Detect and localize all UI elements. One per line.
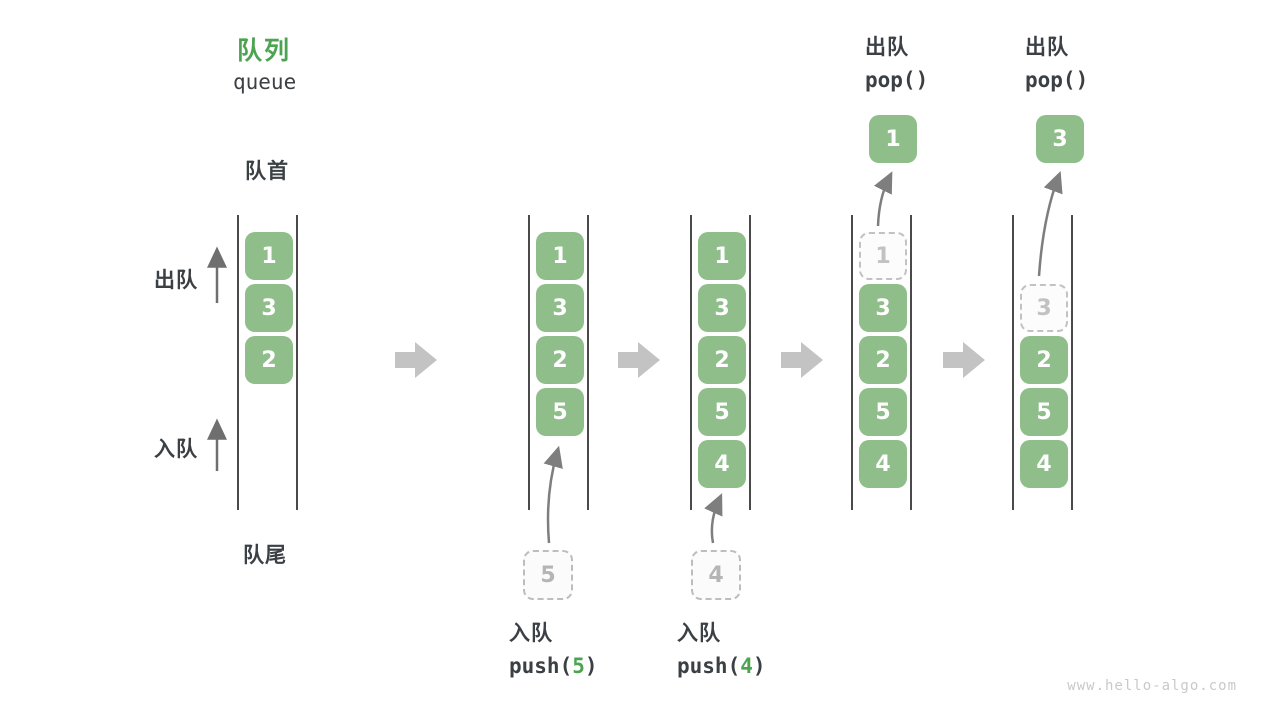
queue-element-3: 3 bbox=[536, 284, 584, 332]
queue-element-5: 5 bbox=[859, 388, 907, 436]
queue-element-2: 2 bbox=[859, 336, 907, 384]
pop2-code: pop() bbox=[1025, 68, 1089, 92]
queue-element-5: 5 bbox=[698, 388, 746, 436]
diagram-title-zh: 队列 bbox=[237, 36, 292, 65]
queue-slot-removed-3: 3 bbox=[1020, 284, 1068, 332]
operation-label-pop1: 出队 pop() bbox=[865, 31, 928, 92]
popped-element-1: 1 bbox=[869, 115, 917, 163]
queue-element-2: 2 bbox=[698, 336, 746, 384]
queue-element-3: 3 bbox=[859, 284, 907, 332]
queue-element-1: 1 bbox=[698, 232, 746, 280]
queue-element-3: 3 bbox=[245, 284, 293, 332]
incoming-element-4: 4 bbox=[691, 550, 741, 600]
dequeue-op-text: 出队 bbox=[865, 35, 909, 59]
push4-arg: 4 bbox=[740, 654, 753, 678]
enqueue-op-text: 入队 bbox=[677, 621, 721, 645]
queue-element-1: 1 bbox=[536, 232, 584, 280]
diagram-title-en: queue bbox=[233, 70, 297, 94]
dequeue-side-label: 出队 bbox=[154, 268, 198, 292]
enqueue-op-text: 入队 bbox=[509, 621, 553, 645]
queue-element-4: 4 bbox=[1020, 440, 1068, 488]
queue-element-3: 3 bbox=[698, 284, 746, 332]
operation-label-push4: 入队 push(4) bbox=[677, 617, 766, 678]
operation-label-push5: 入队 push(5) bbox=[509, 617, 598, 678]
queue-element-2: 2 bbox=[245, 336, 293, 384]
queue-slot-removed-1: 1 bbox=[859, 232, 907, 280]
queue-element-2: 2 bbox=[536, 336, 584, 384]
watermark: www.hello-algo.com bbox=[1067, 678, 1237, 694]
dequeue-op-text: 出队 bbox=[1025, 35, 1069, 59]
queue-element-5: 5 bbox=[1020, 388, 1068, 436]
push5-arg: 5 bbox=[572, 654, 585, 678]
transition-arrow-icon bbox=[943, 342, 985, 378]
incoming-element-5: 5 bbox=[523, 550, 573, 600]
push4-code: push(4) bbox=[677, 654, 766, 678]
queue-element-4: 4 bbox=[698, 440, 746, 488]
queue-rear-label: 队尾 bbox=[243, 543, 287, 567]
transition-arrow-icon bbox=[781, 342, 823, 378]
queue-element-4: 4 bbox=[859, 440, 907, 488]
push5-code: push(5) bbox=[509, 654, 598, 678]
queue-front-label: 队首 bbox=[245, 159, 289, 183]
transition-arrow-icon bbox=[395, 342, 437, 378]
enqueue-side-label: 入队 bbox=[154, 437, 198, 461]
operation-label-pop2: 出队 pop() bbox=[1025, 31, 1088, 92]
popped-element-3: 3 bbox=[1036, 115, 1084, 163]
queue-element-1: 1 bbox=[245, 232, 293, 280]
pop1-code: pop() bbox=[865, 68, 929, 92]
queue-element-2: 2 bbox=[1020, 336, 1068, 384]
transition-arrow-icon bbox=[618, 342, 660, 378]
queue-element-5: 5 bbox=[536, 388, 584, 436]
